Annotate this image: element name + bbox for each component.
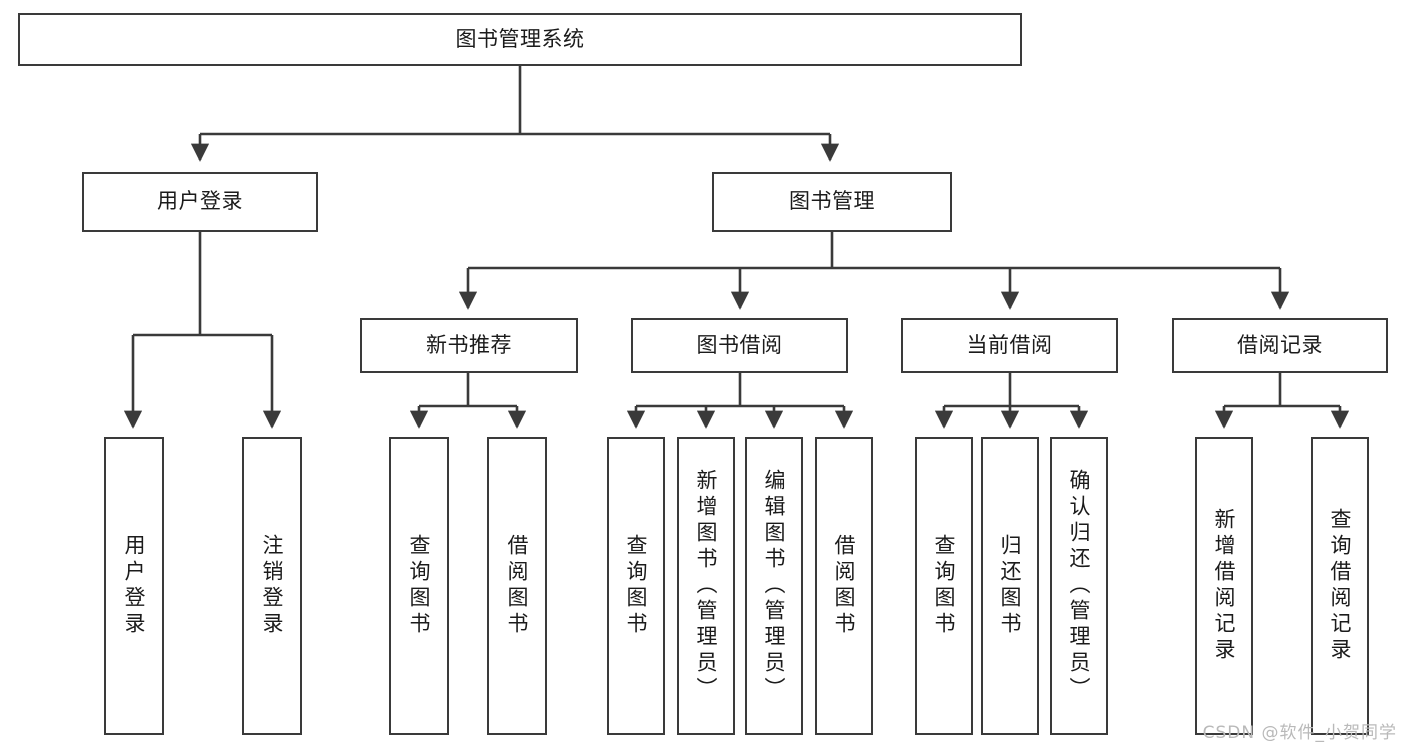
node-book-management[interactable]: 图书管理 <box>712 172 952 232</box>
node-label: 新书推荐 <box>426 332 512 357</box>
node-label: 用户登录 <box>122 534 147 638</box>
leaf-borrow-add-book[interactable]: 新增图书（管理员） <box>677 437 735 735</box>
node-label: 注销登录 <box>260 534 285 638</box>
leaf-borrow-query-book[interactable]: 查询图书 <box>607 437 665 735</box>
leaf-new-book-query[interactable]: 查询图书 <box>389 437 449 735</box>
node-label: 查询图书 <box>624 534 649 638</box>
node-label: 查询图书 <box>407 534 432 638</box>
node-label: 新增图书（管理员） <box>694 469 719 703</box>
node-label: 图书借阅 <box>696 332 783 357</box>
node-label: 借阅图书 <box>505 534 530 638</box>
node-current-borrow[interactable]: 当前借阅 <box>901 318 1118 373</box>
watermark: CSDN @软件_小贺同学 <box>1202 723 1397 743</box>
node-label: 借阅图书 <box>832 534 857 638</box>
node-label: 编辑图书（管理员） <box>762 469 787 703</box>
node-label: 归还图书 <box>998 534 1023 638</box>
node-user-login[interactable]: 用户登录 <box>82 172 318 232</box>
leaf-current-confirm-return[interactable]: 确认归还（管理员） <box>1050 437 1108 735</box>
leaf-current-query-book[interactable]: 查询图书 <box>915 437 973 735</box>
node-borrow-record[interactable]: 借阅记录 <box>1172 318 1388 373</box>
leaf-borrow-borrow-book[interactable]: 借阅图书 <box>815 437 873 735</box>
leaf-new-book-borrow[interactable]: 借阅图书 <box>487 437 547 735</box>
node-label: 查询图书 <box>932 534 957 638</box>
node-label: 用户登录 <box>157 189 243 214</box>
node-book-borrow[interactable]: 图书借阅 <box>631 318 848 373</box>
node-label: 借阅记录 <box>1237 332 1323 357</box>
leaf-user-login-signout[interactable]: 注销登录 <box>242 437 302 735</box>
leaf-record-query[interactable]: 查询借阅记录 <box>1311 437 1369 735</box>
node-label: 确认归还（管理员） <box>1067 469 1092 703</box>
node-label: 图书管理 <box>789 189 875 214</box>
node-label: 新增借阅记录 <box>1212 508 1237 664</box>
leaf-user-login-signin[interactable]: 用户登录 <box>104 437 164 735</box>
node-label: 图书管理系统 <box>455 26 585 51</box>
node-label: 查询借阅记录 <box>1328 508 1353 664</box>
node-new-book-recommend[interactable]: 新书推荐 <box>360 318 578 373</box>
node-label: 当前借阅 <box>966 332 1053 357</box>
node-root-system[interactable]: 图书管理系统 <box>18 13 1022 66</box>
leaf-record-add[interactable]: 新增借阅记录 <box>1195 437 1253 735</box>
leaf-current-return-book[interactable]: 归还图书 <box>981 437 1039 735</box>
leaf-borrow-edit-book[interactable]: 编辑图书（管理员） <box>745 437 803 735</box>
